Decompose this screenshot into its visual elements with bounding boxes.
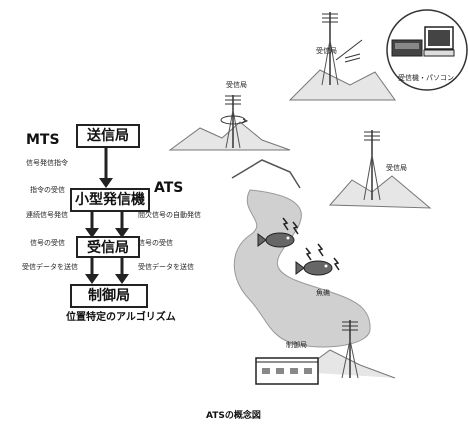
label-receiver-top-left: 受信局 — [226, 81, 247, 89]
step-continuous-signal: 連続信号発信 — [26, 211, 68, 219]
transmitter-station-box: 送信局 — [76, 124, 140, 148]
label-fishing-ground: 魚礁 — [316, 289, 330, 297]
step-receive-signal-right: 信号の受信 — [138, 239, 173, 247]
small-transmitter-box: 小型発信機 — [70, 188, 150, 212]
step-auto-signal: 間欠信号の自動発信 — [138, 211, 201, 219]
ats-label: ATS — [154, 180, 184, 196]
step-receive-signal-left: 信号の受信 — [30, 239, 65, 247]
fish-icon — [295, 260, 333, 276]
receiver-pc-icon — [386, 9, 468, 91]
step-signal-instruction: 信号発信指令 — [26, 159, 68, 167]
label-receiver-right: 受信局 — [386, 164, 407, 172]
control-building-icon — [255, 357, 319, 385]
step-send-data-right: 受信データを送信 — [138, 263, 194, 271]
control-station-box: 制御局 — [70, 284, 148, 308]
step-receive-instruction: 指令の受信 — [30, 186, 65, 194]
label-control-station: 制御局 — [286, 341, 307, 349]
mts-label: MTS — [26, 132, 60, 148]
figure-caption: ATSの概念図 — [206, 411, 261, 421]
antenna-right-icon — [363, 130, 381, 201]
antenna-top-right-icon — [321, 12, 363, 86]
antenna-control-icon — [341, 320, 359, 379]
flow-arrows — [85, 146, 129, 284]
step-send-data-left: 受信データを送信 — [22, 263, 78, 271]
signal-bolt-icon — [282, 217, 340, 271]
label-receiver-pc: 受信機・パソコン — [398, 74, 454, 82]
fish-icon — [257, 232, 295, 248]
antenna-top-left-icon — [220, 95, 249, 149]
label-receiver-top-right: 受信局 — [316, 47, 337, 55]
algorithm-caption: 位置特定のアルゴリズム — [66, 312, 176, 323]
receiver-station-box: 受信局 — [76, 236, 140, 258]
